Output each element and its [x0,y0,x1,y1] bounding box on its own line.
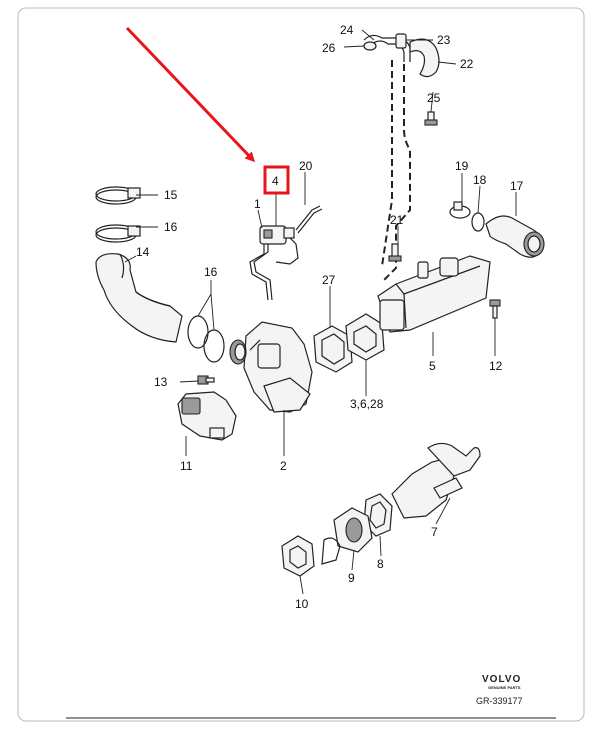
callout-17: 17 [510,179,524,193]
callout-2: 2 [280,459,287,473]
callout-10: 10 [295,597,309,611]
callout-21: 21 [390,213,404,227]
callout-7: 7 [431,525,438,539]
diagram-frame [17,7,585,722]
clamp-16-lower [187,315,225,363]
highlighted-callout-4: 4 [263,165,290,195]
gasket-27 [313,325,353,373]
bolt-25 [424,111,438,126]
clamp-16-upper [95,224,141,243]
callout-26: 26 [322,41,336,55]
actuator-11 [177,391,237,441]
callout-labels: 15 16 14 16 1 20 13 11 2 27 3,6,28 21 5 … [136,23,524,611]
callout-19: 19 [455,159,469,173]
callout-3-6-28: 3,6,28 [350,397,384,411]
callout-22: 22 [460,57,474,71]
callout-9: 9 [348,571,355,585]
flange-9 [321,507,373,565]
bolt-13 [197,375,215,385]
volvo-logo-subtext: GENUINE PARTS [488,685,521,690]
callout-12: 12 [489,359,503,373]
callout-16-lower: 16 [204,265,218,279]
callout-11: 11 [180,459,193,473]
callout-14: 14 [136,245,150,259]
callout-24: 24 [340,23,354,37]
pipe-1 [249,237,299,301]
callout-16-upper: 16 [164,220,178,234]
hose-17 [485,215,545,258]
callout-1: 1 [254,197,261,211]
callout-15: 15 [164,188,178,202]
pipe-fitting-top [363,33,411,62]
leader-lines [124,29,517,595]
drawing-number: GR-339177 [476,696,523,706]
coolant-pipe-7 [391,442,481,519]
pipe-route-2 [381,60,393,267]
callout-13: 13 [154,375,168,389]
callout-20: 20 [299,159,313,173]
clamp-15 [95,186,141,205]
pipe-route [383,64,411,281]
callout-4: 4 [272,174,279,188]
highlight-box [263,165,290,195]
volvo-logo: VOLVO [482,674,521,685]
gasket-10 [281,535,315,577]
callout-18: 18 [473,173,487,187]
callout-5: 5 [429,359,436,373]
ring-18 [471,212,485,232]
callout-25: 25 [427,91,441,105]
bolt-12 [489,299,501,319]
clamp-19 [449,201,471,219]
connector-20 [295,205,323,234]
callout-8: 8 [377,557,384,571]
hose-22 [409,38,440,78]
hose-14 [95,253,183,343]
brand-block: VOLVO GENUINE PARTS GR-339177 [476,674,523,706]
solenoid-valve-4 [259,225,295,245]
callout-23: 23 [437,33,451,47]
gasket-3-6-28 [345,313,385,361]
callout-27: 27 [322,273,336,287]
bolt-21 [388,243,402,262]
egr-valve-body-2 [229,321,313,413]
highlight-arrow [125,26,256,163]
egr-cooler-5 [377,255,491,333]
